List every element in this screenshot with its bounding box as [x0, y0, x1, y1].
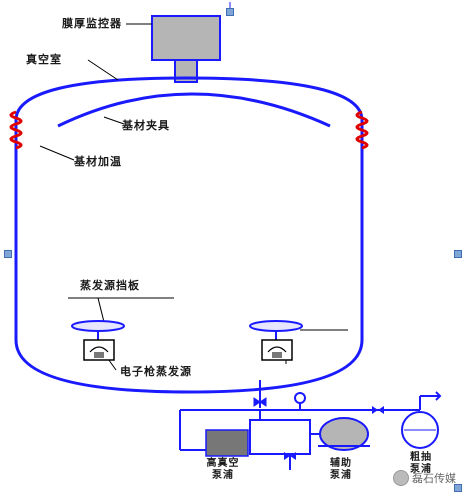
- leader-chamber: [87, 59, 119, 81]
- heater-coil-right: [355, 110, 369, 150]
- thickness-monitor-box: [151, 15, 221, 61]
- selection-handle[interactable]: [226, 8, 234, 16]
- roughing-arrow: [420, 391, 442, 401]
- selection-handle[interactable]: [4, 250, 12, 258]
- high-vacuum-pump: [205, 429, 249, 457]
- substrate-holder-arc: [57, 92, 331, 128]
- leader-shutter-down: [97, 297, 105, 323]
- watermark-logo-icon: [393, 470, 409, 486]
- ebeam-source-right: [261, 339, 293, 361]
- high-vacuum-pump-body: [249, 419, 311, 455]
- selection-handle[interactable]: [454, 250, 462, 258]
- shutter-right: [249, 320, 303, 332]
- label-substrate-heater: 基材加温: [74, 155, 122, 168]
- heater-coil-left: [9, 110, 23, 150]
- valve-bottom: [284, 452, 296, 460]
- label-substrate-holder: 基材夹具: [122, 119, 170, 132]
- label-source-shutter: 蒸发源挡板: [80, 279, 140, 292]
- gauge: [294, 392, 306, 404]
- ebeam-source-left: [83, 339, 115, 361]
- label-thickness-monitor: 膜厚监控器: [62, 17, 122, 30]
- label-high-vacuum-pump: 高真空 泵浦: [206, 458, 240, 481]
- shutter-left: [71, 320, 125, 332]
- watermark-text: 磊石传媒: [412, 472, 456, 485]
- monitor-stem: [174, 59, 198, 83]
- vacuum-chamber-wall: [14, 76, 364, 394]
- label-auxiliary-pump: 辅助 泵浦: [330, 458, 352, 481]
- valve-main: [253, 397, 267, 407]
- label-roughing-pump: 粗抽 泵浦: [410, 452, 432, 475]
- valve-roughing: [372, 406, 384, 414]
- label-vacuum-chamber: 真空室: [26, 53, 62, 66]
- leader-heater: [39, 145, 75, 161]
- leader-holder: [103, 116, 125, 125]
- watermark: 磊石传媒: [393, 470, 456, 486]
- label-ebeam-source: 电子枪蒸发源: [120, 365, 192, 378]
